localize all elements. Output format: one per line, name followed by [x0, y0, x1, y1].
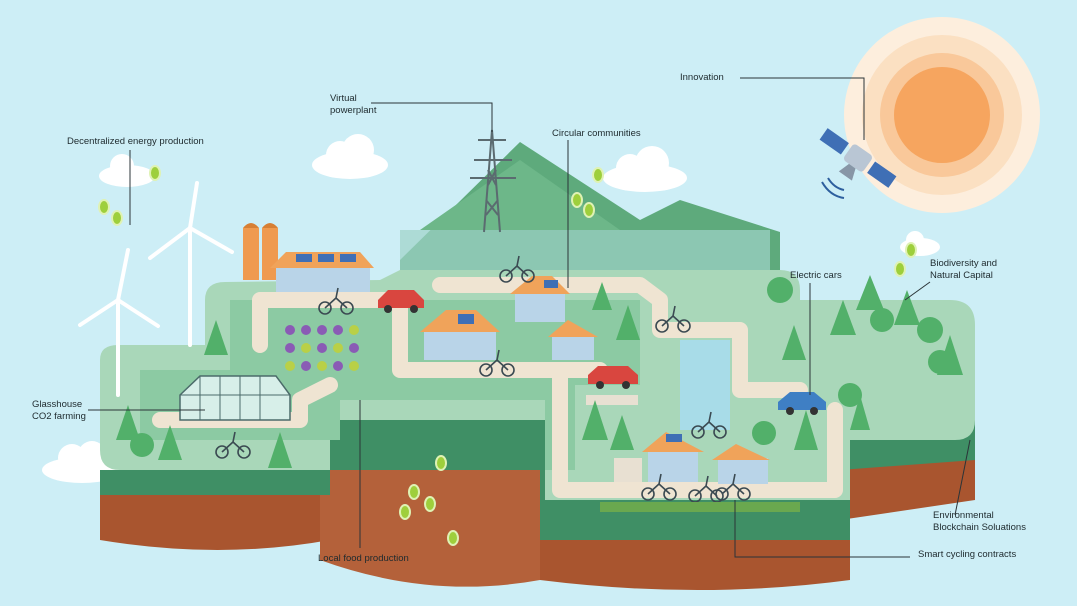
label-circular-communities: Circular communities [552, 128, 641, 139]
label-electric-cars: Electric cars [790, 270, 842, 281]
wind-turbine-icon [78, 181, 234, 397]
house-icon [270, 252, 770, 484]
label-glasshouse: Glasshouse CO2 farming [32, 399, 86, 422]
glasshouse-icon [179, 375, 291, 421]
solar-panel-icon [296, 254, 682, 442]
silo-icon [243, 223, 278, 280]
car-icon [378, 290, 826, 415]
pond [680, 340, 730, 430]
crop-field [285, 325, 800, 512]
tree-icon [116, 275, 963, 468]
label-decentralized-energy: Decentralized energy production [67, 136, 204, 147]
label-innovation: Innovation [680, 72, 724, 83]
label-blockchain: Environmental Blockchain Soluations [933, 510, 1026, 533]
token-coin-icon [98, 165, 917, 546]
label-virtual-powerplant: Virtual powerplant [330, 93, 377, 116]
sun-icon [844, 17, 1040, 213]
label-biodiversity: Biodiversity and Natural Capital [930, 258, 998, 281]
leader-lines [88, 77, 971, 558]
satellite-icon [819, 128, 897, 188]
label-local-food: Local food production [318, 553, 409, 564]
label-smart-cycling: Smart cycling contracts [918, 549, 1017, 560]
